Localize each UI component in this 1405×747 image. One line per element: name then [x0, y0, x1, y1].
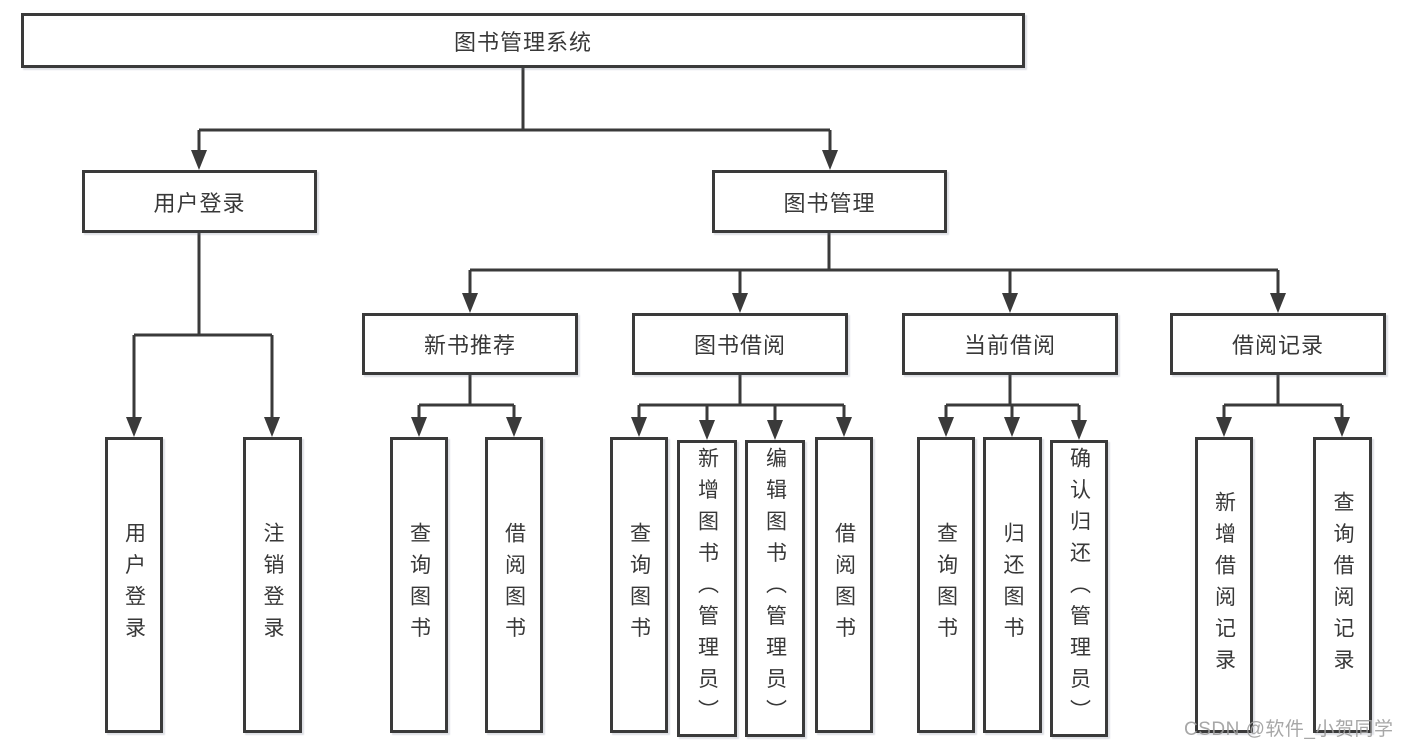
leaf-query-books-recommend: 查询图书 — [390, 437, 448, 733]
node-root-label: 图书管理系统 — [453, 29, 592, 55]
leaf-edit-book-admin-label: 编辑图书（管理员） — [763, 446, 787, 731]
arrowhead-icon — [462, 293, 478, 313]
leaf-confirm-return-admin-label: 确认归还（管理员） — [1067, 446, 1091, 731]
leaf-return-book: 归还图书 — [983, 437, 1042, 733]
node-borrow-record: 借阅记录 — [1170, 313, 1386, 375]
node-book-borrow-label: 图书借阅 — [693, 333, 786, 358]
leaf-query-books-borrow-label: 查询图书 — [627, 522, 651, 648]
node-new-book-recommend: 新书推荐 — [362, 313, 578, 375]
leaf-logout: 注销登录 — [243, 437, 302, 733]
arrowhead-icon — [126, 417, 142, 437]
connector-borrow-record-to-leaves — [1216, 375, 1350, 437]
connector-book-borrow-to-leaves — [631, 375, 852, 440]
leaf-logout-label: 注销登录 — [261, 522, 284, 648]
leaf-borrow-books-label: 借阅图书 — [832, 522, 856, 648]
arrowhead-icon — [699, 420, 715, 440]
leaf-query-books-borrow: 查询图书 — [610, 437, 668, 733]
connector-book-mgmt-to-level3 — [462, 233, 1286, 313]
node-new-book-recommend-label: 新书推荐 — [423, 333, 516, 358]
connector-new-book-to-leaves — [411, 375, 522, 437]
leaf-borrow-books-recommend: 借阅图书 — [485, 437, 543, 733]
leaf-borrow-books: 借阅图书 — [815, 437, 873, 733]
arrowhead-icon — [264, 417, 280, 437]
arrowhead-icon — [506, 417, 522, 437]
leaf-confirm-return-admin: 确认归还（管理员） — [1050, 440, 1108, 737]
arrowhead-icon — [1071, 420, 1087, 440]
arrowhead-icon — [822, 150, 838, 170]
arrowhead-icon — [1002, 293, 1018, 313]
arrowhead-icon — [411, 417, 427, 437]
leaf-add-book-admin: 新增图书（管理员） — [677, 440, 737, 737]
arrowhead-icon — [767, 420, 783, 440]
node-borrow-record-label: 借阅记录 — [1231, 333, 1324, 358]
leaf-query-books-current-label: 查询图书 — [934, 522, 958, 648]
node-root-library-system: 图书管理系统 — [21, 13, 1025, 68]
connector-current-borrow-to-leaves — [938, 375, 1087, 440]
node-book-management: 图书管理 — [712, 170, 947, 233]
arrowhead-icon — [191, 150, 207, 170]
leaf-return-book-label: 归还图书 — [1001, 522, 1024, 648]
arrowhead-icon — [732, 293, 748, 313]
leaf-add-book-admin-label: 新增图书（管理员） — [695, 446, 719, 731]
leaf-edit-book-admin: 编辑图书（管理员） — [745, 440, 805, 737]
node-current-borrow-label: 当前借阅 — [963, 333, 1056, 358]
leaf-query-borrow-record-label: 查询借阅记录 — [1331, 490, 1354, 680]
node-user-login-label: 用户登录 — [153, 190, 246, 216]
arrowhead-icon — [938, 417, 954, 437]
connector-user-login-to-leaves — [126, 233, 280, 437]
arrowhead-icon — [631, 417, 647, 437]
leaf-query-books-recommend-label: 查询图书 — [407, 522, 431, 648]
csdn-watermark: CSDN @软件_小贺同学 — [1184, 719, 1394, 740]
leaf-query-borrow-record: 查询借阅记录 — [1313, 437, 1372, 733]
arrowhead-icon — [1004, 417, 1020, 437]
leaf-query-books-current: 查询图书 — [917, 437, 975, 733]
node-current-borrow: 当前借阅 — [902, 313, 1118, 375]
leaf-user-login-label: 用户登录 — [122, 522, 146, 648]
leaf-add-borrow-record-label: 新增借阅记录 — [1212, 490, 1236, 680]
arrowhead-icon — [1334, 417, 1350, 437]
leaf-borrow-books-recommend-label: 借阅图书 — [502, 522, 526, 648]
leaf-user-login: 用户登录 — [105, 437, 163, 733]
leaf-add-borrow-record: 新增借阅记录 — [1195, 437, 1253, 733]
connector-root-to-level2 — [191, 68, 838, 170]
arrowhead-icon — [1270, 293, 1286, 313]
arrowhead-icon — [836, 417, 852, 437]
arrowhead-icon — [1216, 417, 1232, 437]
node-user-login: 用户登录 — [82, 170, 317, 233]
node-book-management-label: 图书管理 — [783, 190, 876, 216]
node-book-borrow: 图书借阅 — [632, 313, 848, 375]
